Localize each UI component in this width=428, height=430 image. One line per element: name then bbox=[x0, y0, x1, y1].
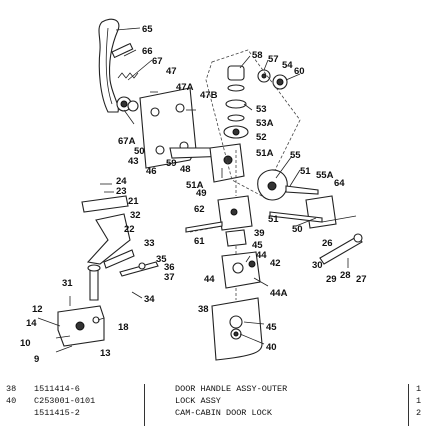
callout-40: 40 bbox=[266, 342, 277, 353]
callout-24: 24 bbox=[116, 176, 127, 187]
callout-65: 65 bbox=[142, 24, 153, 35]
callout-67a: 67A bbox=[118, 136, 136, 147]
part-qty: 1 bbox=[416, 384, 422, 394]
part-description: DOOR HANDLE ASSY-OUTER bbox=[175, 384, 288, 394]
callout-28: 28 bbox=[340, 270, 351, 281]
parts-list-row: 1511415-2 CAM-CABIN DOOR LOCK 2 bbox=[0, 408, 428, 418]
callout-37: 37 bbox=[164, 272, 175, 283]
part-qty: 2 bbox=[416, 408, 422, 418]
callout-14: 14 bbox=[26, 318, 37, 329]
callout-53a: 53A bbox=[256, 118, 274, 129]
callout-26: 26 bbox=[322, 238, 333, 249]
callout-38: 38 bbox=[198, 304, 209, 315]
arm-32 bbox=[86, 213, 131, 265]
pin-31 bbox=[89, 267, 99, 301]
callout-45-upper: 45 bbox=[252, 240, 263, 251]
callout-10: 10 bbox=[20, 338, 31, 349]
callout-51: 51 bbox=[300, 166, 311, 177]
callout-51-lower: 51 bbox=[268, 214, 279, 225]
callout-23: 23 bbox=[116, 186, 127, 197]
callout-42: 42 bbox=[270, 258, 281, 269]
callout-36: 36 bbox=[164, 262, 175, 273]
callout-33: 33 bbox=[144, 238, 155, 249]
callout-labels: 65 66 67 47 47A 47B 58 57 54 60 53 53A 5… bbox=[20, 24, 367, 365]
bracket-21 bbox=[81, 195, 129, 213]
callout-67: 67 bbox=[152, 56, 163, 67]
callout-32: 32 bbox=[130, 210, 141, 221]
callout-9: 9 bbox=[34, 354, 39, 365]
pin-66 bbox=[111, 42, 134, 59]
callout-44a: 44A bbox=[270, 288, 288, 299]
part-qty: 1 bbox=[416, 396, 422, 406]
callout-43: 43 bbox=[128, 156, 139, 167]
callout-62: 62 bbox=[194, 204, 205, 215]
inside-handle bbox=[98, 18, 120, 113]
callout-47a: 47A bbox=[176, 82, 194, 93]
spring-67 bbox=[117, 72, 139, 79]
callout-21: 21 bbox=[128, 196, 139, 207]
callout-54: 54 bbox=[282, 60, 293, 71]
callout-55a: 55A bbox=[316, 170, 334, 181]
knob-58 bbox=[227, 65, 245, 81]
callout-45-lower: 45 bbox=[266, 322, 277, 333]
callout-64: 64 bbox=[334, 178, 345, 189]
callout-52: 52 bbox=[256, 132, 267, 143]
callout-34: 34 bbox=[144, 294, 155, 305]
part-number: 1511415-2 bbox=[34, 408, 80, 418]
link-rod bbox=[319, 235, 363, 265]
parts-list: 38 1511414-6 DOOR HANDLE ASSY-OUTER 1 40… bbox=[0, 382, 428, 430]
part-number: 1511414-6 bbox=[34, 384, 80, 394]
callout-57: 57 bbox=[268, 54, 279, 65]
callout-51a-lower: 51A bbox=[186, 180, 204, 191]
callout-18: 18 bbox=[118, 322, 129, 333]
parts-ref: 38 bbox=[6, 384, 17, 394]
callout-35: 35 bbox=[156, 254, 167, 265]
callout-44-upper: 44 bbox=[256, 250, 267, 261]
callout-48: 48 bbox=[180, 164, 191, 175]
callout-44-lower: 44 bbox=[204, 274, 215, 285]
callout-50-right: 50 bbox=[292, 224, 303, 235]
part-description: CAM-CABIN DOOR LOCK bbox=[175, 408, 272, 418]
part-number: C253001-0101 bbox=[34, 396, 96, 406]
parts-list-qty-divider bbox=[408, 384, 409, 426]
callout-12: 12 bbox=[32, 304, 43, 315]
parts-list-row: 38 1511414-6 DOOR HANDLE ASSY-OUTER 1 bbox=[0, 384, 428, 394]
callout-30: 30 bbox=[312, 260, 323, 271]
callout-46: 46 bbox=[146, 166, 157, 177]
callout-55: 55 bbox=[290, 150, 301, 161]
callout-22: 22 bbox=[124, 224, 135, 235]
disc-64 bbox=[305, 195, 337, 229]
callout-47: 47 bbox=[166, 66, 177, 77]
callout-66: 66 bbox=[142, 46, 153, 57]
callout-50: 50 bbox=[134, 146, 145, 157]
callout-51a-upper: 51A bbox=[256, 148, 274, 159]
leader-lines bbox=[37, 27, 317, 345]
parts-list-row: 40 C253001-0101 LOCK ASSY 1 bbox=[0, 396, 428, 406]
callout-47b: 47B bbox=[200, 90, 218, 101]
callout-53: 53 bbox=[256, 104, 267, 115]
callout-58: 58 bbox=[252, 50, 263, 61]
callout-39: 39 bbox=[254, 228, 265, 239]
part-description: LOCK ASSY bbox=[175, 396, 221, 406]
callout-29: 29 bbox=[326, 274, 337, 285]
parts-ref: 40 bbox=[6, 396, 17, 406]
callout-49: 49 bbox=[196, 188, 207, 199]
callout-27: 27 bbox=[356, 274, 367, 285]
parts-artwork bbox=[55, 18, 363, 361]
parts-list-divider bbox=[144, 384, 145, 426]
callout-59: 59 bbox=[166, 158, 177, 169]
callout-31: 31 bbox=[62, 278, 73, 289]
callout-60: 60 bbox=[294, 66, 305, 77]
callout-13: 13 bbox=[100, 348, 111, 359]
exploded-parts-diagram: 65 66 67 47 47A 47B 58 57 54 60 53 53A 5… bbox=[20, 18, 367, 365]
callout-61: 61 bbox=[194, 236, 205, 247]
